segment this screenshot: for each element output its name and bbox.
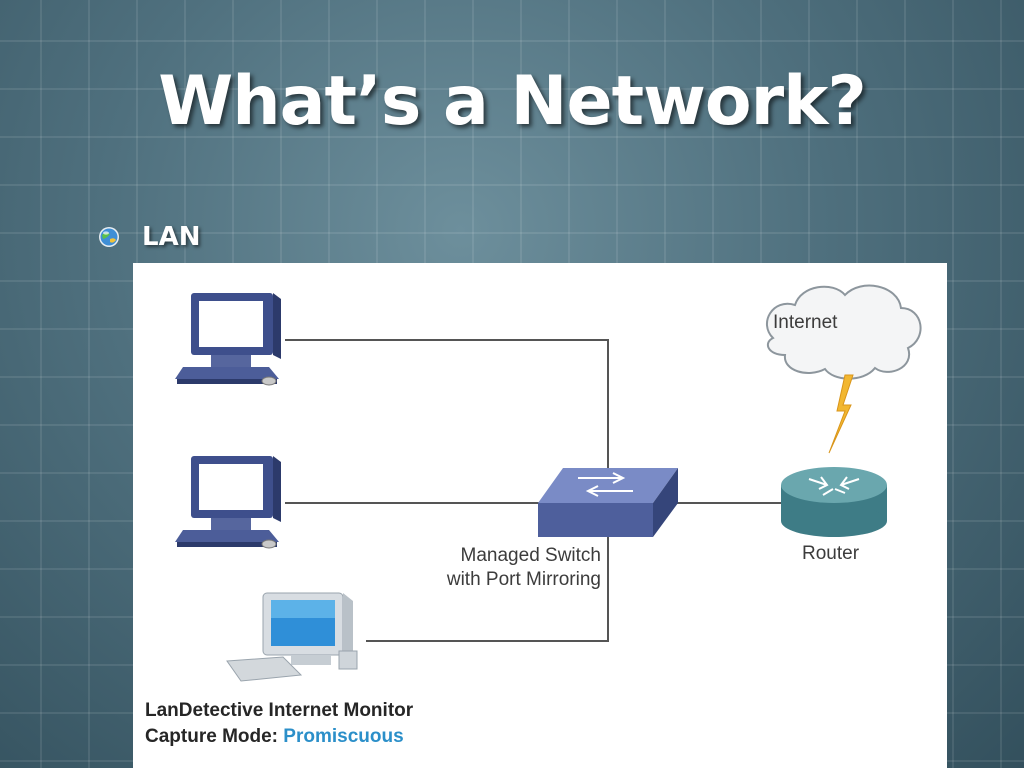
slide-title: What’s a Network? — [158, 62, 867, 141]
network-cables — [285, 339, 783, 642]
switch-label-line2: with Port Mirroring — [446, 569, 601, 590]
diagram-drawing — [175, 284, 922, 682]
capture-mode-label: Capture Mode: — [145, 726, 278, 747]
cable-pc1-switch — [285, 339, 609, 488]
caption-line1: LanDetective Internet Monitor — [145, 700, 414, 721]
monitor-caption: LanDetective Internet Monitor Capture Mo… — [145, 698, 413, 750]
caption-line2: Capture Mode: Promiscuous — [145, 724, 413, 750]
router-icon — [781, 467, 887, 537]
bullet-item: LAN — [98, 222, 200, 252]
lan-diagram: Internet Router Managed Switch with Port… — [133, 263, 947, 768]
internet-label: Internet — [773, 312, 838, 333]
router-label: Router — [802, 543, 860, 564]
globe-bullet-icon — [99, 227, 119, 247]
capture-mode-value: Promiscuous — [283, 726, 404, 747]
wan-link-lightning-icon — [828, 374, 854, 454]
bullet-text-lan: LAN — [142, 222, 201, 252]
desktop-computer-1-icon — [175, 293, 281, 386]
desktop-computer-2-icon — [175, 456, 281, 549]
switch-label-line1: Managed Switch — [460, 545, 601, 566]
internet-cloud-icon — [766, 284, 922, 380]
monitoring-workstation-icon — [226, 592, 358, 682]
cable-monitor-switch — [366, 523, 609, 642]
managed-switch-icon — [538, 468, 678, 537]
